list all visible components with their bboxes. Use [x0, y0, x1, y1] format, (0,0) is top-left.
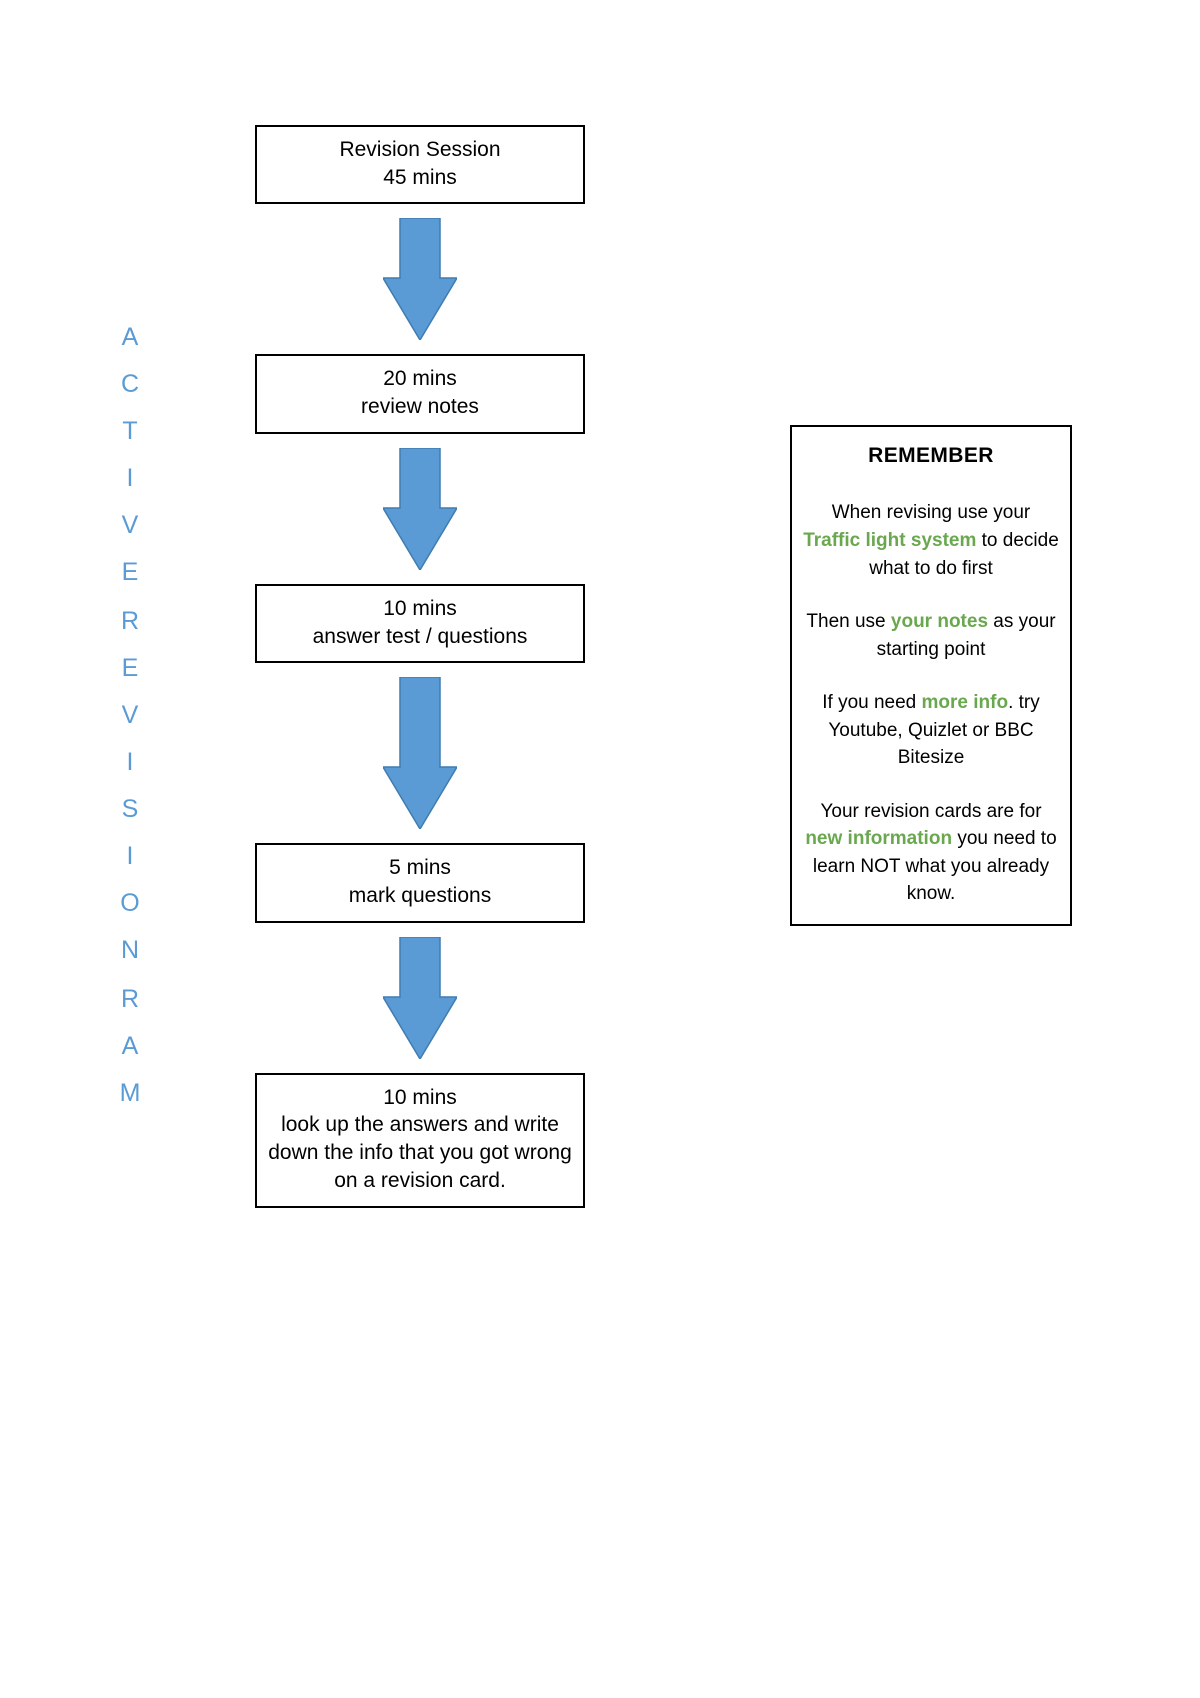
revision-flowchart: Revision Session 45 mins 20 mins review not…: [255, 125, 585, 1208]
acronym-letter: V: [121, 701, 139, 729]
acronym-letter: I: [126, 464, 134, 492]
remember-paragraph: If you need more info. try Youtube, Quiz…: [802, 689, 1060, 772]
remember-body: When revising use your Traffic light sys…: [802, 499, 1060, 908]
flow-step-line: Revision Session: [339, 138, 501, 161]
body-text: to decide what to do first: [869, 529, 1059, 579]
acronym-letter: O: [120, 889, 140, 917]
body-text: . try Youtube, Quizlet or BBC Bitesize: [828, 692, 1040, 769]
acronym-letter: S: [121, 795, 139, 823]
remember-paragraph: Then use your notes as your starting poi…: [802, 608, 1060, 663]
body-text: When revising use your: [831, 502, 1031, 524]
flow-step-mark-questions: 5 mins mark questions: [255, 843, 585, 923]
acronym-letter: A: [121, 323, 139, 351]
flow-step-write-revision-card: 10 mins look up the answers and write down…: [255, 1072, 585, 1208]
flow-step-line: review notes: [361, 395, 479, 419]
flow-step-review-notes: 20 mins review notes: [255, 354, 585, 434]
acronym-letter: V: [121, 511, 139, 539]
flow-step-answer-test-questions: 10 mins answer test / questions: [255, 583, 585, 664]
flow-step-line: 10 mins: [383, 596, 457, 620]
remember-title: REMEMBER: [868, 444, 994, 467]
acronym-letter: I: [126, 842, 134, 870]
flow-step-line: 20 mins: [383, 367, 457, 391]
flow-step-line: on a revision card.: [334, 1168, 506, 1192]
flow-step-line: mark questions: [348, 884, 492, 908]
flow-step-revision-session: Revision Session 45 mins: [255, 125, 585, 205]
acronym-letter: C: [120, 370, 140, 398]
flow-step-line: look up the answers and write: [281, 1113, 559, 1137]
remember-paragraph: When revising use your Traffic light sys…: [802, 499, 1060, 582]
flow-step-line: 45 mins: [383, 165, 457, 189]
flow-step-line: down the info that you got wrong: [268, 1141, 572, 1165]
remember-paragraph: Your revision cards are for new informat…: [802, 798, 1060, 908]
highlighted-text: Traffic light system: [803, 529, 977, 551]
acronym-letter: A: [121, 1032, 139, 1060]
flow-step-line: answer test / questions: [312, 624, 528, 648]
acronym-letter: R: [120, 985, 140, 1013]
acronym-letter: I: [126, 748, 134, 776]
body-text: Then use: [806, 611, 891, 633]
acronym-letter: T: [122, 417, 138, 445]
highlighted-text: new information: [805, 828, 953, 850]
acronym-letter: N: [120, 936, 140, 964]
body-text: If you need: [822, 692, 922, 714]
down-arrow-icon: [255, 204, 585, 354]
body-text: Your revision cards are for: [820, 800, 1042, 822]
acronym-letter: E: [121, 558, 139, 586]
highlighted-text: your notes: [890, 611, 989, 633]
down-arrow-icon: [255, 923, 585, 1073]
acronym-letter: M: [119, 1079, 141, 1107]
flow-step-line: 10 mins: [383, 1085, 457, 1109]
down-arrow-icon: [255, 663, 585, 843]
highlighted-text: more info: [921, 692, 1009, 714]
body-text: as your starting point: [876, 611, 1056, 660]
flow-step-line: 5 mins: [389, 856, 451, 880]
acronym-letter: E: [121, 654, 139, 682]
acronym-letter: R: [120, 607, 140, 635]
body-text: you need to learn NOT what you already k…: [812, 828, 1057, 905]
remember-panel: REMEMBER When revising use your Traffic …: [790, 425, 1072, 926]
down-arrow-icon: [255, 434, 585, 584]
